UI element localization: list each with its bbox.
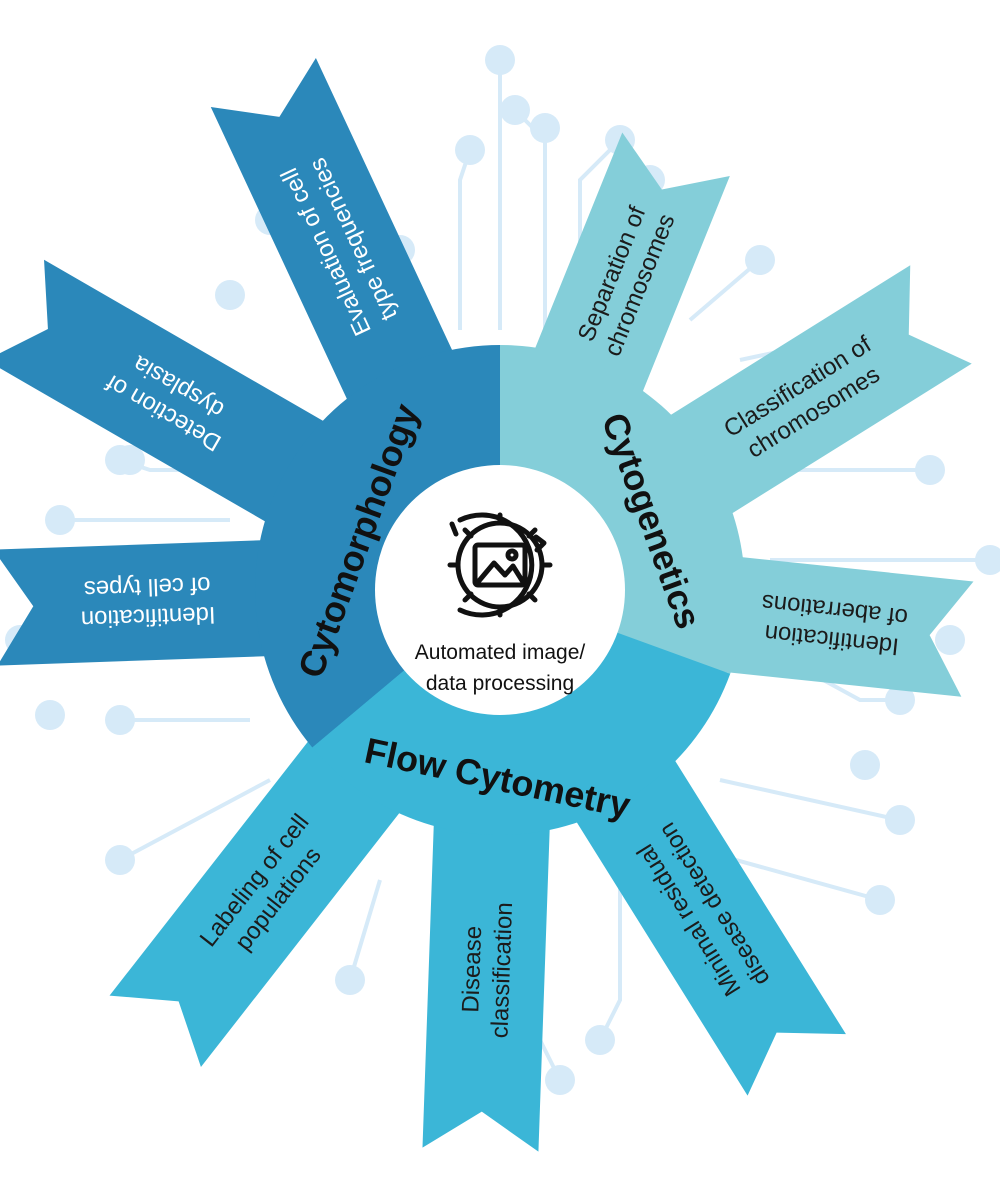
circuit-trace [348, 879, 382, 981]
sector-cytomorphology [255, 345, 500, 748]
circuit-trace [688, 258, 762, 322]
circuit-node [885, 685, 915, 715]
circuit-trace [513, 108, 547, 330]
circuit-node [975, 545, 1000, 575]
circuit-node [215, 280, 245, 310]
circuit-node [485, 45, 515, 75]
center-caption-line-1: Automated image/ [415, 641, 586, 664]
center-caption-line-2: data processing [426, 672, 574, 695]
circuit-node [335, 965, 365, 995]
circuit-node [45, 505, 75, 535]
circuit-node [455, 135, 485, 165]
circuit-node [850, 750, 880, 780]
circuit-node [105, 705, 135, 735]
circuit-trace [119, 778, 271, 862]
circuit-trace [598, 880, 622, 1041]
center-circle [375, 465, 625, 715]
circuit-node [745, 245, 775, 275]
circuit-node [530, 113, 560, 143]
circuit-node [865, 885, 895, 915]
circuit-trace [458, 149, 472, 330]
circuit-node [500, 95, 530, 125]
circuit-node [35, 700, 65, 730]
ray-label-line: Identification [80, 601, 216, 633]
circuit-node [115, 445, 145, 475]
ray-label-line: classification [486, 902, 518, 1039]
circuit-node [885, 805, 915, 835]
circuit-trace [719, 778, 901, 822]
image-processing-gear-icon [447, 512, 553, 618]
circuit-node [915, 455, 945, 485]
circuit-node [935, 625, 965, 655]
circuit-node [545, 1065, 575, 1095]
ray-label-line: of cell types [83, 571, 211, 602]
circuit-node [105, 845, 135, 875]
ray-label-line: Disease [457, 925, 487, 1013]
center-hub: Automated image/ data processing [375, 465, 625, 715]
circuit-node [585, 1025, 615, 1055]
